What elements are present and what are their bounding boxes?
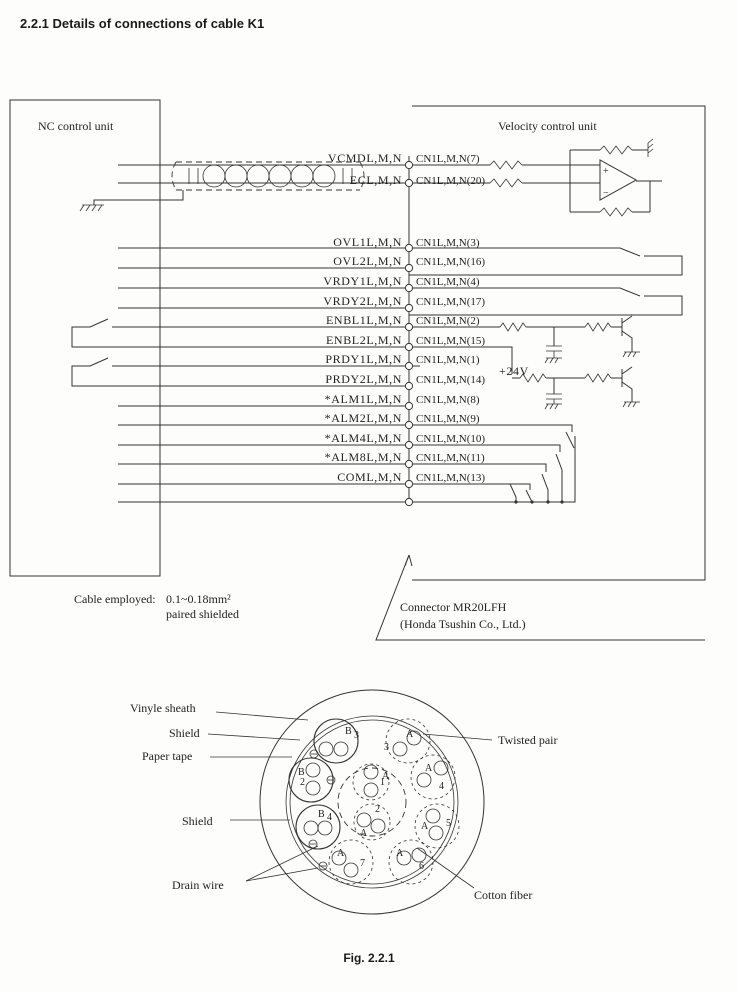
pair-number: 2	[300, 777, 305, 788]
connector-pins	[404, 160, 414, 507]
cable-spec: 0.1~0.18mm²	[166, 592, 231, 606]
pin-label: CN1L,M,N(20)	[416, 175, 485, 187]
pair-label: A	[360, 828, 368, 839]
figure-caption: Fig. 2.2.1	[343, 951, 395, 965]
pair-label: A	[396, 848, 404, 859]
pair-label: A	[421, 821, 429, 832]
pin-label: CN1L,M,N(14)	[416, 374, 485, 386]
signal-label: PRDY1L,M,N	[325, 352, 402, 366]
signal-label: *ALM4L,M,N	[325, 431, 402, 445]
signal-label: PRDY2L,M,N	[325, 372, 402, 386]
pair-number: 4	[327, 812, 332, 823]
signal-label: ENBL2L,M,N	[326, 333, 402, 347]
pair-number: 2	[375, 804, 380, 815]
pin-label: CN1L,M,N(1)	[416, 354, 480, 366]
signal-label: *ALM2L,M,N	[325, 411, 402, 425]
pair-label: A	[425, 763, 433, 774]
callout-shield-outer: Shield	[169, 726, 200, 740]
supply-24v-label: +24V	[499, 364, 529, 378]
callout-vinyl-sheath: Vinyle sheath	[130, 701, 196, 715]
signal-label: OVL2L,M,N	[333, 254, 402, 268]
signal-label: VRDY1L,M,N	[323, 274, 402, 288]
pair-number: 7	[360, 858, 365, 869]
nc-unit-label: NC control unit	[38, 119, 114, 133]
velocity-unit-box	[412, 105, 706, 581]
pin-label: CN1L,M,N(13)	[416, 472, 485, 484]
pin-label: CN1L,M,N(3)	[416, 237, 480, 249]
signal-label: VCMDL,M,N	[328, 151, 402, 165]
callout-shield-pair: Shield	[182, 814, 213, 828]
pin-label: CN1L,M,N(2)	[416, 315, 480, 327]
pair-label: A	[337, 848, 345, 859]
pair-number: 3	[354, 730, 359, 741]
pin-label: CN1L,M,N(17)	[416, 296, 485, 308]
signal-label: COML,M,N	[337, 470, 402, 484]
pin-label: CN1L,M,N(10)	[416, 433, 485, 445]
pair-label: A	[382, 771, 390, 782]
connector-leader	[375, 554, 705, 641]
callout-drain-wire: Drain wire	[172, 878, 224, 892]
cable-cross-section: A A A A A A A B B B 1 2 3 4 5 6 7 2 3 4	[259, 689, 485, 915]
connector-maker: (Honda Tsushin Co., Ltd.)	[400, 617, 526, 631]
pin-label: CN1L,M,N(16)	[416, 256, 485, 268]
pair-number: 4	[439, 781, 444, 792]
pair-number: 3	[384, 742, 389, 753]
shielded-twisted-pair	[79, 161, 409, 212]
svg-text:−: −	[603, 188, 609, 199]
callout-twisted-pair: Twisted pair	[498, 733, 557, 747]
pin-label: CN1L,M,N(4)	[416, 276, 480, 288]
callout-cotton-fiber: Cotton fiber	[474, 888, 532, 902]
velocity-contacts: +24V	[409, 247, 683, 504]
signal-label: ENBL1L,M,N	[326, 313, 402, 327]
cable-type: paired shielded	[166, 607, 239, 621]
signal-lines	[71, 247, 409, 503]
signal-label: OVL1L,M,N	[333, 235, 402, 249]
nc-relay-contacts	[84, 318, 120, 370]
pin-label: CN1L,M,N(8)	[416, 394, 480, 406]
pin-label: CN1L,M,N(9)	[416, 413, 480, 425]
amplifier-circuit: + −	[409, 138, 662, 217]
cable-note-label: Cable employed:	[74, 592, 156, 606]
callout-paper-tape: Paper tape	[142, 749, 192, 763]
section-heading: 2.2.1 Details of connections of cable K1	[20, 16, 265, 31]
connector-name: Connector MR20LFH	[400, 600, 507, 614]
callout-leaders	[207, 711, 493, 889]
pair-number: 6	[419, 861, 424, 872]
pin-label: CN1L,M,N(15)	[416, 335, 485, 347]
velocity-unit-label: Velocity control unit	[498, 119, 597, 133]
pair-label: A	[406, 729, 414, 740]
signal-label: ECL,M,N	[350, 173, 402, 187]
signal-label: VRDY2L,M,N	[323, 294, 402, 308]
nc-unit-box	[9, 99, 161, 577]
pair-number: 1	[380, 777, 385, 788]
pair-label: B	[318, 809, 325, 820]
pin-label: CN1L,M,N(7)	[416, 153, 480, 165]
svg-text:+: +	[603, 166, 609, 177]
pair-number: 5	[446, 818, 451, 829]
signal-label: *ALM8L,M,N	[325, 450, 402, 464]
signal-label: *ALM1L,M,N	[325, 392, 402, 406]
pair-label: B	[345, 726, 352, 737]
pair-label: B	[298, 767, 305, 778]
pin-label: CN1L,M,N(11)	[416, 452, 485, 464]
